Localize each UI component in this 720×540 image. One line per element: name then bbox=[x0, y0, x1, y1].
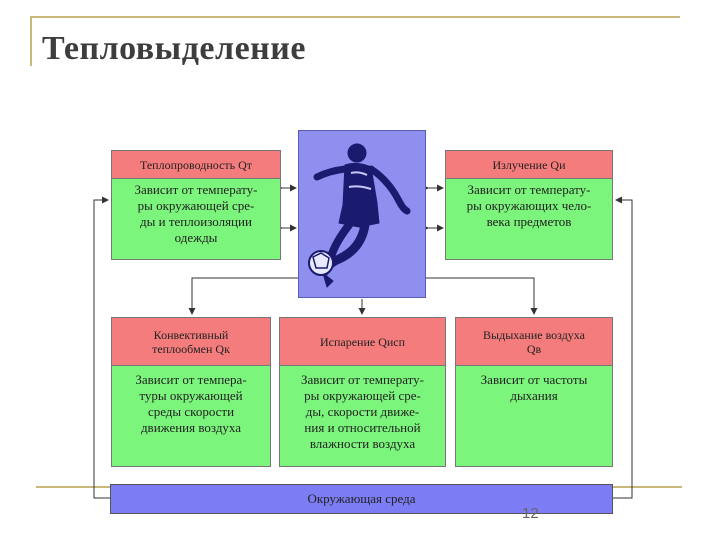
radiation-body: Зависит от температу- ры окружающих чело… bbox=[446, 179, 612, 259]
conduction-body-line: одежды bbox=[174, 230, 218, 245]
exhalation-box: Выдыхание воздуха Qв Зависит от частоты … bbox=[455, 317, 613, 467]
football-player-panel bbox=[298, 130, 426, 298]
conduction-body-line: ды и теплоизоляции bbox=[140, 214, 252, 229]
convection-header-line: Конвективный bbox=[153, 327, 229, 342]
evaporation-body-line: влажности воздуха bbox=[309, 436, 416, 451]
evaporation-body-line: Зависит от температу- bbox=[301, 372, 424, 387]
exhalation-body-line: дыхания bbox=[510, 388, 558, 403]
radiation-box: Излучение Qи Зависит от температу- ры ок… bbox=[445, 150, 613, 260]
page-title: Тепловыделение bbox=[42, 30, 306, 67]
evaporation-body-line: ния и относительной bbox=[304, 420, 421, 435]
evaporation-body-line: ры окружающей сре- bbox=[304, 388, 421, 403]
conduction-body-line: Зависит от температу- bbox=[134, 182, 258, 197]
exhalation-body-line: Зависит от частоты bbox=[480, 372, 588, 387]
exhalation-header: Выдыхание воздуха Qв bbox=[456, 318, 612, 366]
exhalation-header-line: Выдыхание воздуха bbox=[483, 327, 585, 342]
exhalation-header-line: Qв bbox=[526, 341, 542, 356]
radiation-header: Излучение Qи bbox=[446, 151, 612, 179]
radiation-body-line: века предметов bbox=[486, 214, 572, 229]
convection-body: Зависит от темпера- туры окружающей сред… bbox=[112, 366, 270, 466]
convection-body-line: движения воздуха bbox=[140, 420, 242, 435]
environment-bar: Окружающая среда bbox=[110, 484, 613, 514]
exhalation-body: Зависит от частоты дыхания bbox=[456, 366, 612, 466]
radiation-body-line: ры окружающих чело- bbox=[466, 198, 592, 213]
convection-header-line: теплообмен Qк bbox=[152, 341, 230, 356]
evaporation-body-line: ды, скорости движе- bbox=[305, 404, 420, 419]
conduction-header: Теплопроводность Qт bbox=[112, 151, 280, 179]
convection-body-line: Зависит от темпера- bbox=[135, 372, 247, 387]
evaporation-box: Испарение Qисп Зависит от температу- ры … bbox=[279, 317, 446, 467]
conduction-body: Зависит от температу- ры окружающей сре-… bbox=[112, 179, 280, 259]
convection-body-line: среды скорости bbox=[147, 404, 235, 419]
radiation-body-line: Зависит от температу- bbox=[467, 182, 591, 197]
evaporation-header: Испарение Qисп bbox=[280, 318, 445, 366]
convection-body-line: туры окружающей bbox=[139, 388, 243, 403]
football-player-icon bbox=[308, 143, 411, 288]
conduction-body-line: ры окружающей сре- bbox=[137, 198, 255, 213]
decor-line-left bbox=[30, 16, 32, 66]
page-number: 12 bbox=[522, 505, 539, 522]
decor-line-top bbox=[30, 16, 680, 18]
convection-box: Конвективный теплообмен Qк Зависит от те… bbox=[111, 317, 271, 467]
convection-header: Конвективный теплообмен Qк bbox=[112, 318, 270, 366]
evaporation-body: Зависит от температу- ры окружающей сре-… bbox=[280, 366, 445, 466]
conduction-box: Теплопроводность Qт Зависит от температу… bbox=[111, 150, 281, 260]
